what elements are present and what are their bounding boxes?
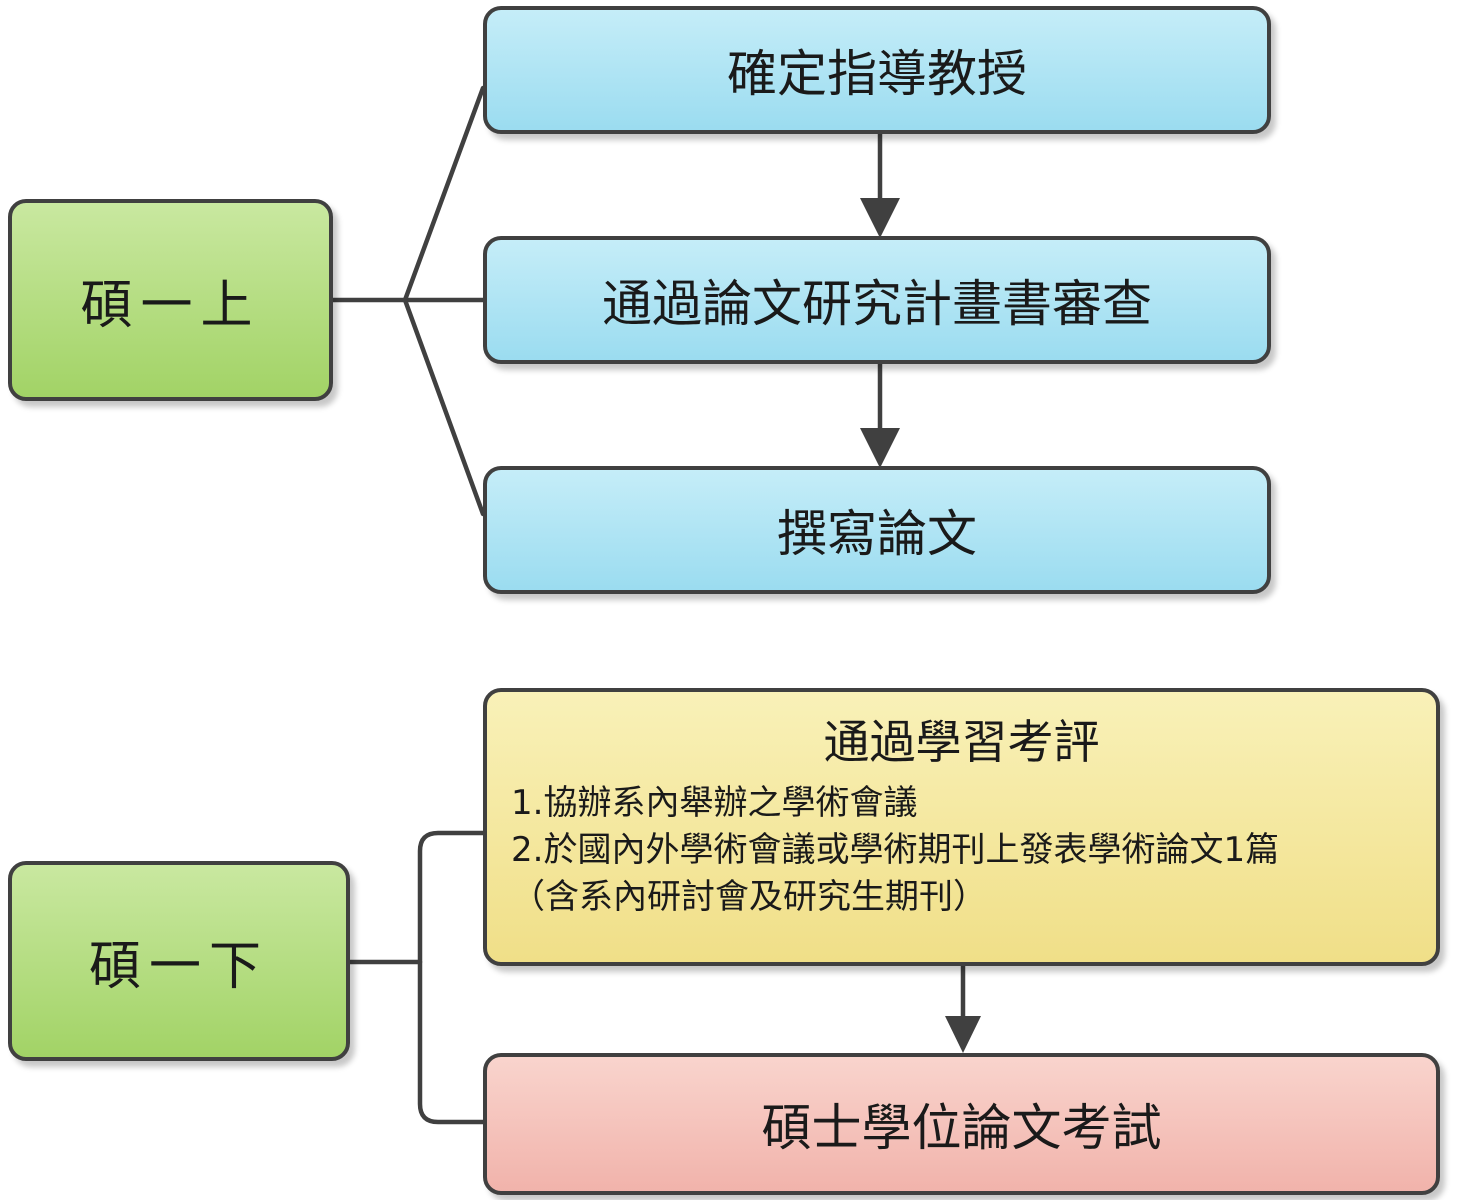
node-confirm-advisor-label: 確定指導教授 <box>727 45 1027 103</box>
node-semester1-label: 碩一上 <box>80 275 261 336</box>
connector-sem1-step1 <box>402 85 486 303</box>
node-thesis-exam-label: 碩士學位論文考試 <box>761 1099 1162 1157</box>
node-write-thesis-label: 撰寫論文 <box>777 505 977 563</box>
arrow-step2-step3 <box>860 364 900 468</box>
node-semester2: 碩一下 <box>8 861 350 1061</box>
node-evaluation-detail-3: （含系內研討會及研究生期刊） <box>511 876 987 917</box>
node-write-thesis: 撰寫論文 <box>483 466 1271 594</box>
node-proposal-review-label: 通過論文研究計畫書審查 <box>602 275 1152 333</box>
branch-lines-bottom <box>345 830 486 1125</box>
connector-sem1-step3 <box>402 297 486 517</box>
arrowhead-icon <box>860 198 900 238</box>
connector-sem2-branches <box>417 830 486 1125</box>
node-evaluation-detail-2: 2.於國內外學術會議或學術期刊上發表學術論文1篇 <box>511 829 1280 870</box>
node-confirm-advisor: 確定指導教授 <box>483 6 1271 134</box>
node-evaluation-title: 通過學習考評 <box>823 715 1100 769</box>
arrowhead-icon <box>860 428 900 468</box>
node-semester1: 碩一上 <box>8 199 333 401</box>
node-thesis-exam: 碩士學位論文考試 <box>483 1053 1440 1195</box>
arrowhead-icon <box>945 1016 981 1053</box>
node-proposal-review: 通過論文研究計畫書審查 <box>483 236 1271 364</box>
arrow-step1-step2 <box>860 134 900 238</box>
node-evaluation-detail-1: 1.協辦系內舉辦之學術會議 <box>511 783 918 823</box>
node-evaluation: 通過學習考評 1.協辦系內舉辦之學術會議 2.於國內外學術會議或學術期刊上發表學… <box>483 688 1440 966</box>
node-semester2-label: 碩一下 <box>88 936 269 997</box>
branch-lines-top <box>330 85 486 517</box>
arrow-eval-exam <box>945 966 981 1053</box>
